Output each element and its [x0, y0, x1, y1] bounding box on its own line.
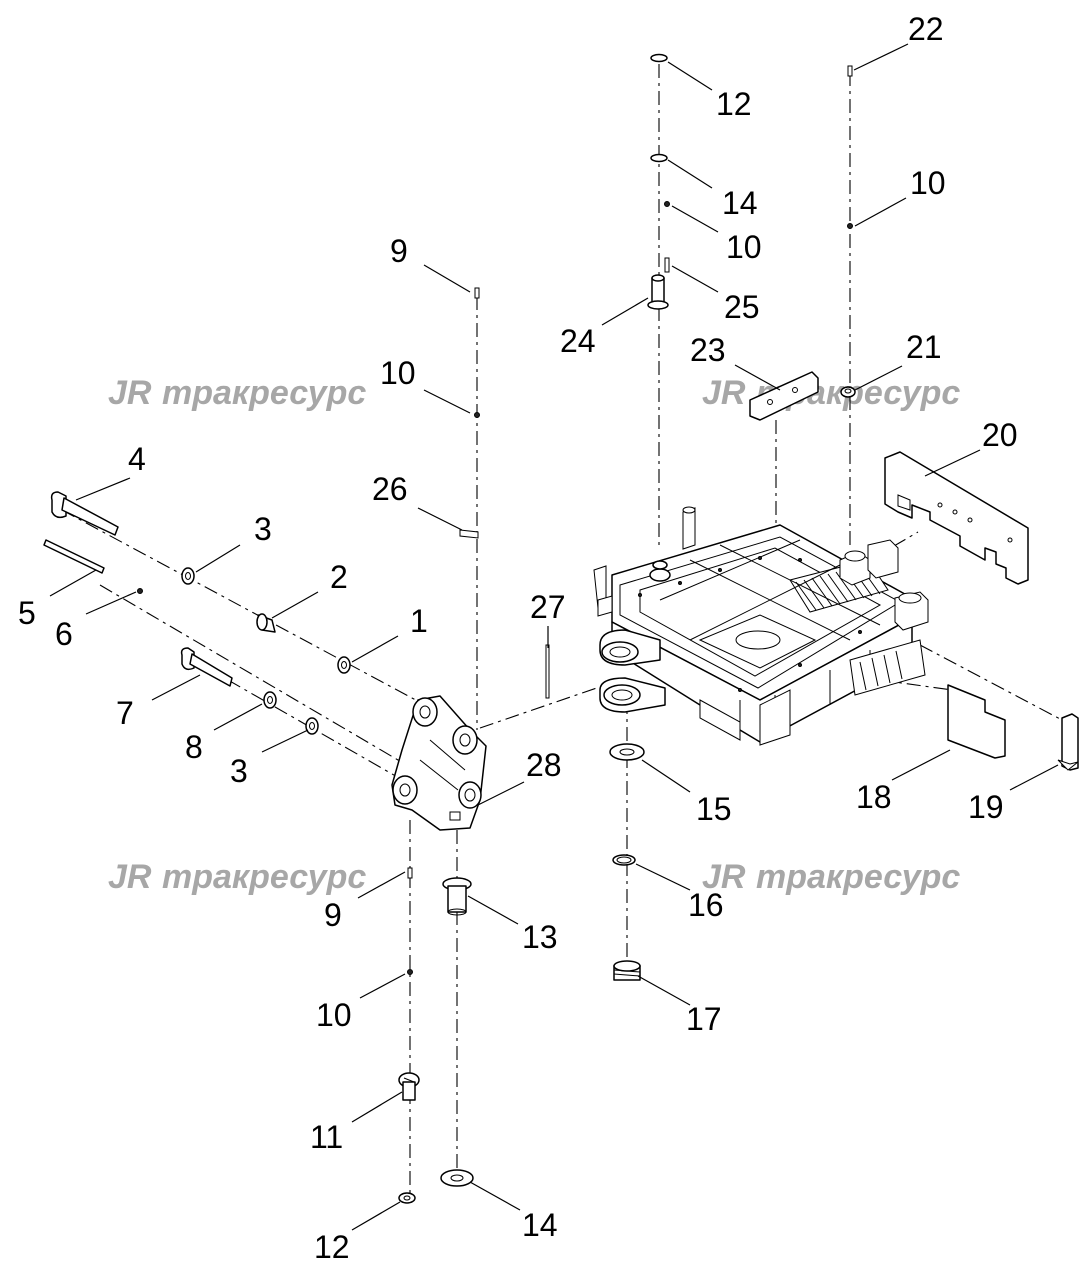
washer-15: [609, 743, 645, 761]
pin-7: [180, 647, 233, 687]
watermark-text: тракресурс: [162, 374, 366, 412]
key-26: [459, 529, 479, 539]
watermark: JR тракресурс: [108, 374, 366, 412]
callout-11: 11: [310, 1119, 343, 1155]
watermark: JR тракресурс: [108, 858, 366, 896]
callout-6: 6: [55, 616, 73, 652]
callout-14: 14: [522, 1207, 558, 1243]
callout-24: 24: [560, 323, 596, 359]
ball-6: [137, 588, 143, 594]
ball-10: [474, 412, 480, 418]
callout-13: 13: [522, 919, 558, 955]
callout-5: 5: [18, 595, 36, 631]
watermark: JR тракресурс: [702, 374, 960, 412]
pin-11: [398, 1072, 420, 1101]
plate-18: [947, 684, 1006, 759]
callout-22: 22: [908, 11, 944, 47]
washer-12: [650, 53, 668, 63]
leader-lines: [49, 43, 1059, 1231]
watermark-logo: JR: [108, 858, 152, 896]
screw-22: [847, 65, 853, 77]
callout-27: 27: [530, 589, 566, 625]
callout-4: 4: [128, 441, 146, 477]
washer-12: [398, 1192, 416, 1204]
washer-8: [263, 691, 277, 709]
callout-21: 21: [906, 329, 942, 365]
callout-3: 3: [230, 753, 248, 789]
washer-14: [650, 153, 668, 163]
callout-8: 8: [185, 729, 203, 765]
washer-3: [305, 717, 319, 735]
callout-2: 2: [330, 559, 348, 595]
callout-10: 10: [726, 229, 762, 265]
ball-10: [664, 201, 670, 207]
svg-text:JR: JR: [702, 858, 746, 896]
spring-17: [613, 960, 641, 981]
pin-4: [50, 491, 119, 536]
washer-1: [337, 656, 351, 674]
watermark-text: тракресурс: [756, 858, 960, 896]
pivot-boss: [599, 629, 661, 666]
callout-9: 9: [324, 897, 342, 933]
watermark-text: тракресурс: [162, 858, 366, 896]
swing-bracket-28: [391, 695, 487, 831]
callout-23: 23: [690, 332, 726, 368]
base-frame: [593, 506, 929, 746]
watermark-logo: JR: [702, 858, 746, 896]
callout-18: 18: [856, 779, 892, 815]
bracket-19: [1057, 713, 1079, 771]
svg-text:JR: JR: [702, 374, 746, 412]
callout-17: 17: [686, 1001, 722, 1037]
callout-19: 19: [968, 789, 1004, 825]
callout-1: 1: [410, 603, 428, 639]
ball-10: [847, 223, 853, 229]
washer-14: [440, 1169, 474, 1187]
callout-10: 10: [316, 997, 352, 1033]
plate-23: [749, 371, 819, 421]
callout-14: 14: [722, 185, 758, 221]
bushing-13: [442, 877, 472, 916]
ring-16: [612, 854, 636, 866]
callout-9: 9: [390, 233, 408, 269]
washer-3: [181, 567, 195, 585]
callout-20: 20: [982, 417, 1018, 453]
nut-21: [840, 386, 856, 398]
callout-10: 10: [380, 355, 416, 391]
callout-3: 3: [254, 511, 272, 547]
ball-10: [407, 969, 413, 975]
watermark: JR тракресурс: [702, 858, 960, 896]
watermark-logo: JR: [108, 374, 152, 412]
screw-9: [474, 287, 480, 299]
svg-text:JR: JR: [108, 374, 152, 412]
callout-25: 25: [724, 289, 760, 325]
pin-25: [664, 257, 670, 273]
callout-26: 26: [372, 471, 408, 507]
callout-28: 28: [526, 747, 562, 783]
callout-7: 7: [116, 695, 134, 731]
callout-12: 12: [314, 1229, 350, 1265]
svg-text:JR: JR: [108, 858, 152, 896]
callouts: 22 12 14 10 10 9 25 24 23 21 10 20 4 26 …: [18, 11, 1018, 1265]
callout-16: 16: [688, 887, 724, 923]
rod-5: [43, 539, 105, 574]
callout-12: 12: [716, 86, 752, 122]
pin-27: [545, 644, 550, 699]
callout-15: 15: [696, 791, 732, 827]
bushing-2: [256, 613, 276, 633]
watermark-logo: JR: [702, 374, 746, 412]
screw-9: [407, 867, 413, 879]
side-plate-20: [884, 451, 1029, 585]
callout-10: 10: [910, 165, 946, 201]
pivot-boss: [599, 677, 666, 713]
pin-24: [647, 274, 669, 310]
